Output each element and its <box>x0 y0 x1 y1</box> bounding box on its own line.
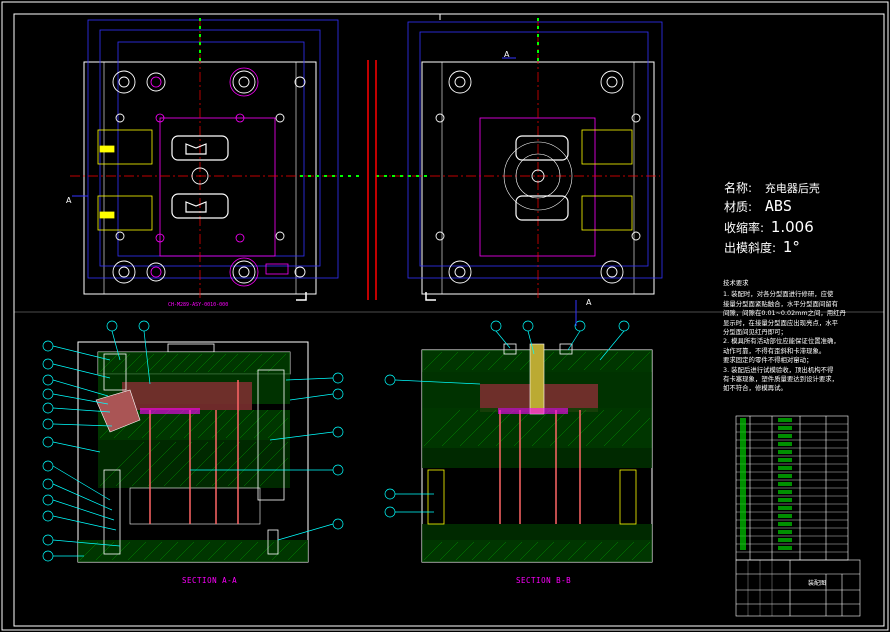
section-marker-left: A <box>66 196 72 205</box>
title-block-main-label: 装配图 <box>808 580 827 587</box>
spec-name-row: 名称: 充电器后壳 <box>724 178 820 196</box>
tech-note-line: 动作可靠，不得有歪斜和卡滞现象。 <box>723 346 826 355</box>
section-b-b-label: SECTION B-B <box>516 576 572 585</box>
spec-shrink-label: 收缩率: <box>724 221 765 235</box>
tech-note-line: 2. 模具所有活动部位应能保证位置准确， <box>723 337 840 346</box>
technical-notes: 技术要求 1. 装配时，对各分型面进行修研，应使 接量分型面紧贴触合，水平分型面… <box>723 279 873 394</box>
tech-notes-title: 技术要求 <box>723 279 749 287</box>
spec-name-value: 充电器后壳 <box>764 182 820 195</box>
tech-note-line: 要求固定的零件不得相对窜动； <box>723 356 813 365</box>
part-number-text: CH-M289-ASY-0010-000 <box>168 302 229 308</box>
spec-material-value: ABS <box>764 197 792 215</box>
section-marker-top: A <box>504 50 510 59</box>
spec-material-row: 材质: ABS <box>724 197 792 215</box>
plan-view-moving-half <box>376 18 663 301</box>
tech-note-line: 接量分型面紧贴触合，水平分型面间留有 <box>723 299 839 308</box>
section-a-a-label: SECTION A-A <box>182 576 238 585</box>
tech-note-line: 1. 装配时，对各分型面进行修研，应使 <box>723 290 834 299</box>
section-b-b <box>421 343 653 563</box>
spec-draft-value: 1° <box>782 238 800 256</box>
tech-note-line: 有卡塞现象，塑件质量要达到设计要求， <box>723 375 839 384</box>
bom-green-cells <box>740 418 792 550</box>
plan-view-fixed-half <box>70 18 360 301</box>
tech-note-line: 如不符合，修模再试。 <box>723 384 787 393</box>
spec-draft-row: 出模斜度: 1° <box>724 238 800 256</box>
section-a-a <box>77 341 309 563</box>
section-marker-bottom: A <box>586 298 592 307</box>
spec-shrink-row: 收缩率: 1.006 <box>724 218 814 236</box>
spec-shrink-value: 1.006 <box>770 218 814 236</box>
spec-name-label: 名称: <box>724 181 753 195</box>
part-balloons <box>42 320 630 562</box>
spec-draft-label: 出模斜度: <box>724 241 777 255</box>
inner-frame <box>13 13 885 627</box>
tech-note-line: 间隙，间隙在0.01~0.02mm之间，用红丹 <box>723 309 846 318</box>
tech-note-line: 分型面间见红丹即可； <box>723 328 787 337</box>
title-block <box>735 415 861 617</box>
tech-note-line: 3. 装配后进行试模验收，顶出机构不得 <box>723 365 834 374</box>
spec-material-label: 材质: <box>724 200 753 214</box>
tech-note-line: 显示时，在接量分型面应出现亮点，水平 <box>723 318 839 327</box>
